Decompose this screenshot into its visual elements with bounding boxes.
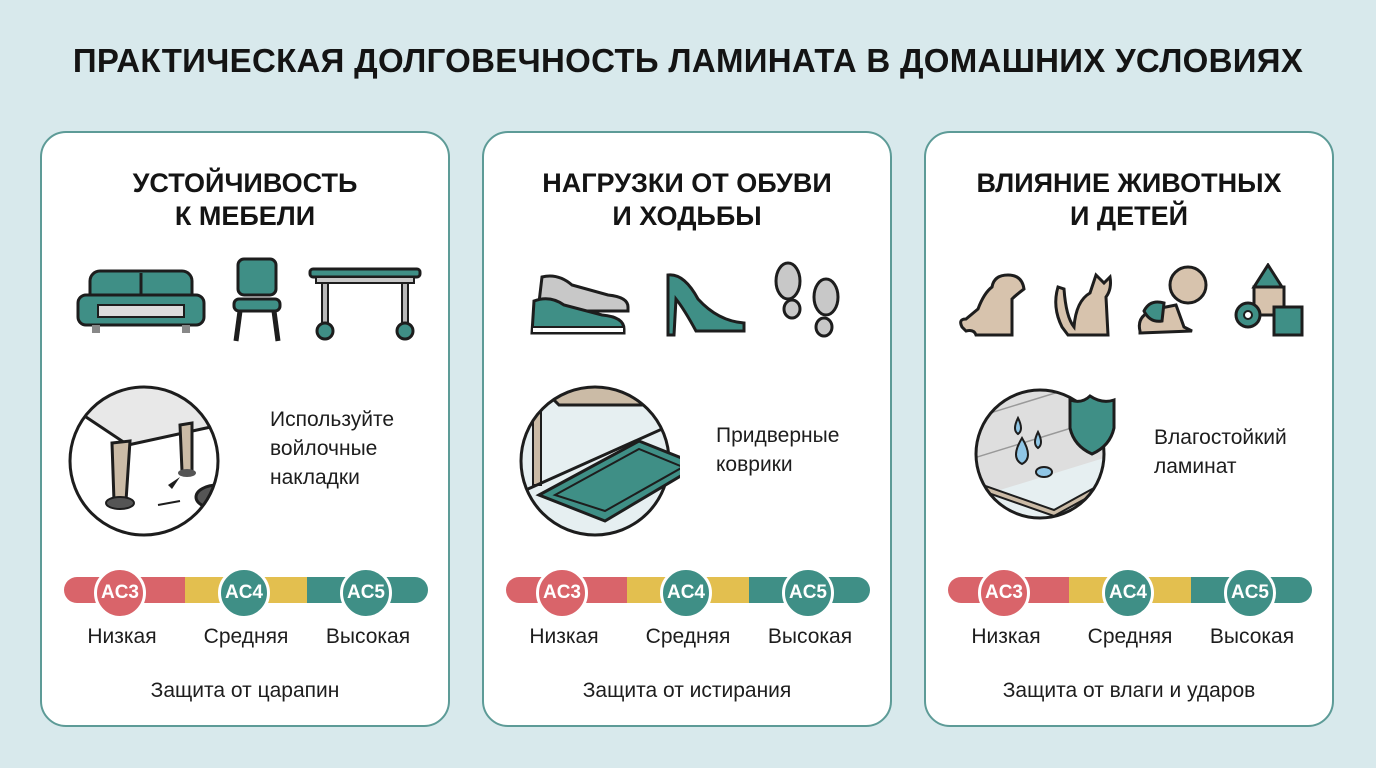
level-low: Низкая (971, 625, 1041, 648)
badge-ac3: AC3 (536, 567, 588, 619)
card-footer: Защита от влаги и ударов (1002, 679, 1256, 702)
level-medium: Средняя (203, 625, 289, 648)
cat-icon (1054, 272, 1112, 337)
table-on-wheels-icon (308, 267, 422, 341)
level-medium: Средняя (1087, 625, 1173, 648)
chair-icon (232, 257, 282, 342)
page-title: ПРАКТИЧЕСКАЯ ДОЛГОВЕЧНОСТЬ ЛАМИНАТА В ДО… (72, 42, 1304, 79)
high-heels-icon (666, 273, 746, 337)
dog-icon (959, 273, 1026, 337)
sofa-icon (76, 269, 206, 333)
badge-ac5: AC5 (340, 567, 392, 619)
baby-icon (1137, 265, 1208, 335)
level-high: Высокая (1209, 625, 1295, 648)
waterproof-laminate-illustration (974, 388, 1116, 520)
ac-scale: AC3 AC4 AC5 (948, 567, 1312, 619)
ac-scale: AC3 AC4 AC5 (506, 567, 870, 619)
badge-ac4: AC4 (660, 567, 712, 619)
badge-ac5: AC5 (1224, 567, 1276, 619)
level-high: Высокая (767, 625, 853, 648)
badge-ac4: AC4 (218, 567, 270, 619)
footprints-icon (774, 261, 840, 338)
card-footer: Защита от истирания (582, 679, 792, 702)
level-low: Низкая (87, 625, 157, 648)
level-low: Низкая (529, 625, 599, 648)
badge-ac3: AC3 (978, 567, 1030, 619)
level-high: Высокая (325, 625, 411, 648)
ac-scale: AC3 AC4 AC5 (64, 567, 428, 619)
badge-ac5: AC5 (782, 567, 834, 619)
felt-pads-illustration (68, 385, 220, 537)
doormat-illustration (519, 385, 680, 537)
badge-ac3: AC3 (94, 567, 146, 619)
card-footer: Защита от царапин (150, 679, 340, 702)
sneakers-icon (530, 274, 630, 335)
toy-blocks-icon (1234, 263, 1304, 337)
badge-ac4: AC4 (1102, 567, 1154, 619)
level-medium: Средняя (645, 625, 731, 648)
